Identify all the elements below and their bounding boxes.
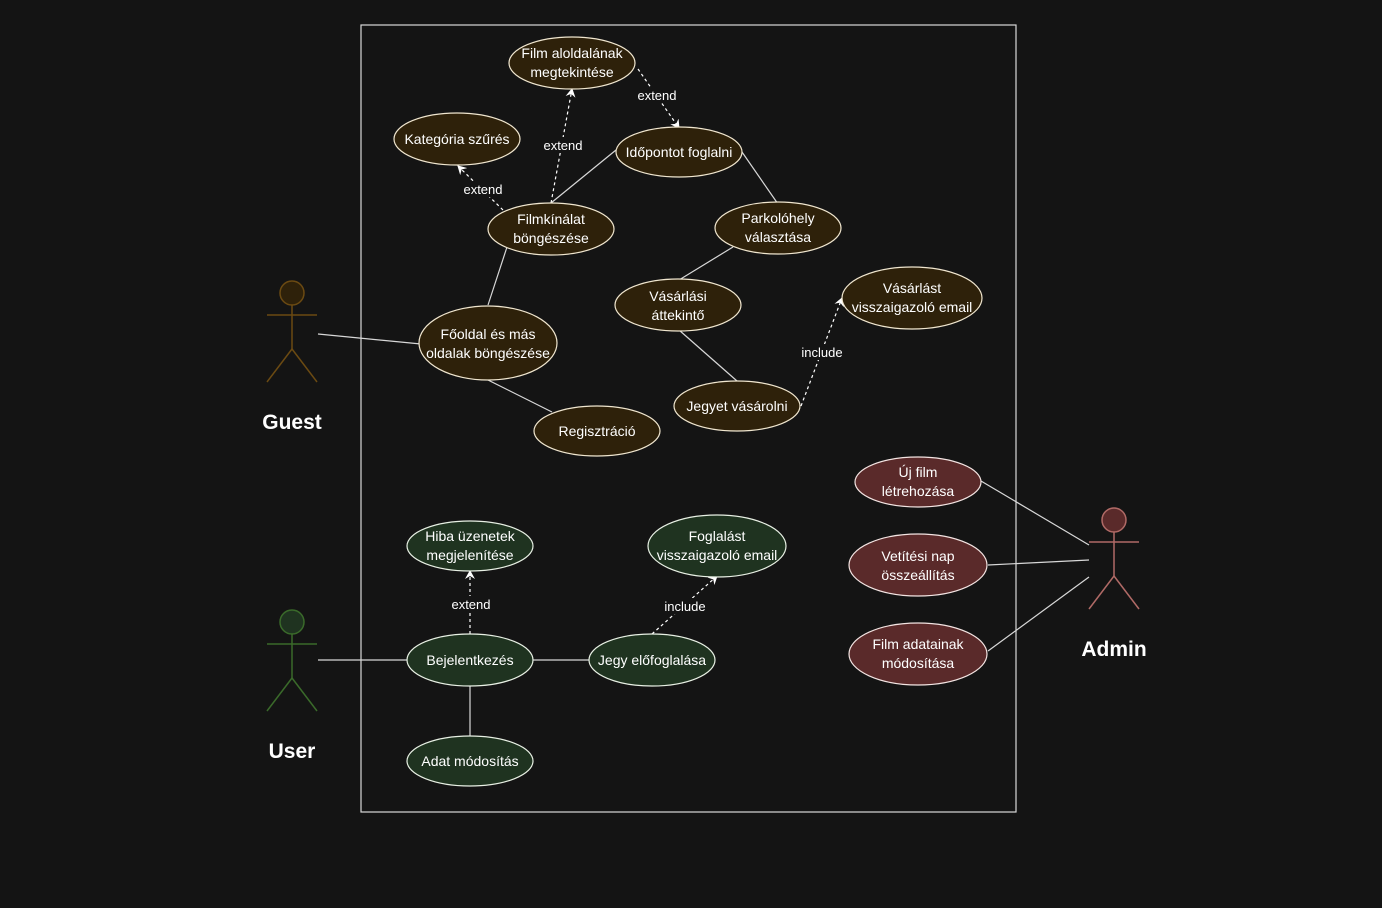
usecase-label-line: Jegy előfoglalása	[598, 652, 706, 668]
assoc-admin-newfilm	[980, 480, 1090, 546]
extend-arrow-subpage	[550, 88, 576, 204]
usecase-label-line: Időpontot foglalni	[626, 144, 733, 160]
assoc-browse-booktime	[550, 149, 617, 204]
actor-label: User	[269, 740, 316, 763]
usecase-data-modify[interactable]: Adat módosítás	[406, 735, 534, 787]
usecase-label-line: visszaigazoló email	[657, 547, 778, 563]
assoc-booktime-parking	[741, 151, 779, 205]
usecase-login[interactable]: Bejelentkezés	[406, 633, 534, 687]
usecase-label-line: megtekintése	[530, 64, 613, 80]
usecase-label-line: megjelenítése	[426, 547, 513, 563]
usecase-label-line: Filmkínálat	[517, 211, 585, 227]
usecase-label-line: Vásárlási	[649, 288, 707, 304]
actor-label: Guest	[262, 411, 322, 434]
usecase-label-line: Film aloldalának	[521, 45, 623, 61]
usecase-ticket-prebook[interactable]: Jegy előfoglalása	[588, 633, 716, 687]
usecase-purchase-email[interactable]: Vásárlást visszaigazoló email	[841, 266, 983, 330]
assoc-parking-overview	[678, 246, 734, 281]
usecase-label-line: oldalak böngészése	[426, 345, 550, 361]
usecase-label-line: Regisztráció	[558, 423, 635, 439]
assoc-overview-buy	[678, 329, 738, 382]
usecase-label-line: Új film	[899, 464, 938, 480]
usecase-label-line: böngészése	[513, 230, 589, 246]
edge-label-extend: extend	[463, 182, 502, 197]
usecase-label-line: Film adatainak	[872, 636, 964, 652]
usecase-parking[interactable]: Parkolóhely választása	[714, 201, 842, 255]
usecase-label-line: áttekintő	[652, 307, 705, 323]
usecase-label-line: Jegyet vásárolni	[686, 398, 787, 414]
usecase-label-line: Kategória szűrés	[404, 131, 509, 147]
usecase-label-line: választása	[745, 229, 811, 245]
assoc-guest-home	[317, 333, 422, 345]
usecase-screening-day[interactable]: Vetítési nap összeállítás	[848, 533, 988, 597]
edge-label-extend: extend	[451, 597, 490, 612]
usecase-label-line: Adat módosítás	[421, 753, 518, 769]
usecase-label-line: Vetítési nap	[881, 548, 954, 564]
usecase-home-browse[interactable]: Főoldal és más oldalak böngészése	[418, 305, 558, 381]
usecase-label-line: Foglalást	[689, 528, 746, 544]
usecase-booking-email[interactable]: Foglalást visszaigazoló email	[647, 514, 787, 578]
assoc-admin-screening	[987, 559, 1090, 566]
usecase-error-messages[interactable]: Hiba üzenetek megjelenítése	[406, 520, 534, 572]
usecase-label-line: visszaigazoló email	[852, 299, 973, 315]
edge-label-include: include	[801, 345, 842, 360]
usecase-browse-films[interactable]: Filmkínálat böngészése	[487, 202, 615, 256]
edge-label-extend: extend	[637, 88, 676, 103]
edge-label-include: include	[664, 599, 705, 614]
assoc-home-registration	[487, 379, 553, 413]
actor-guest[interactable]: Guest	[262, 280, 322, 434]
usecase-purchase-overview[interactable]: Vásárlási áttekintő	[614, 278, 742, 332]
usecase-label-line: módosítása	[882, 655, 955, 671]
actor-label: Admin	[1081, 638, 1146, 661]
usecase-new-film[interactable]: Új film létrehozása	[854, 456, 982, 508]
assoc-admin-filmdata	[987, 576, 1090, 652]
usecase-label-line: Vásárlást	[883, 280, 941, 296]
usecase-label-line: összeállítás	[881, 567, 954, 583]
usecase-film-data-modify[interactable]: Film adatainak módosítása	[848, 622, 988, 686]
usecase-buy-ticket[interactable]: Jegyet vásárolni	[673, 380, 801, 432]
usecase-registration[interactable]: Regisztráció	[533, 405, 661, 457]
usecase-category-filter[interactable]: Kategória szűrés	[393, 112, 521, 166]
usecase-film-subpage[interactable]: Film aloldalának megtekintése	[508, 36, 636, 90]
actor-admin[interactable]: Admin	[1081, 507, 1147, 661]
assoc-home-browse	[487, 246, 508, 306]
usecase-book-time[interactable]: Időpontot foglalni	[615, 126, 743, 178]
usecase-label-line: Bejelentkezés	[426, 652, 513, 668]
usecase-label-line: Főoldal és más	[441, 326, 536, 342]
usecase-label-line: létrehozása	[882, 483, 955, 499]
usecase-label-line: Hiba üzenetek	[425, 528, 516, 544]
usecase-label-line: Parkolóhely	[741, 210, 814, 226]
include-arrow-purchase-email	[800, 297, 844, 407]
edge-label-extend: extend	[543, 138, 582, 153]
actor-user[interactable]: User	[266, 609, 318, 763]
system-boundary	[360, 24, 1017, 813]
